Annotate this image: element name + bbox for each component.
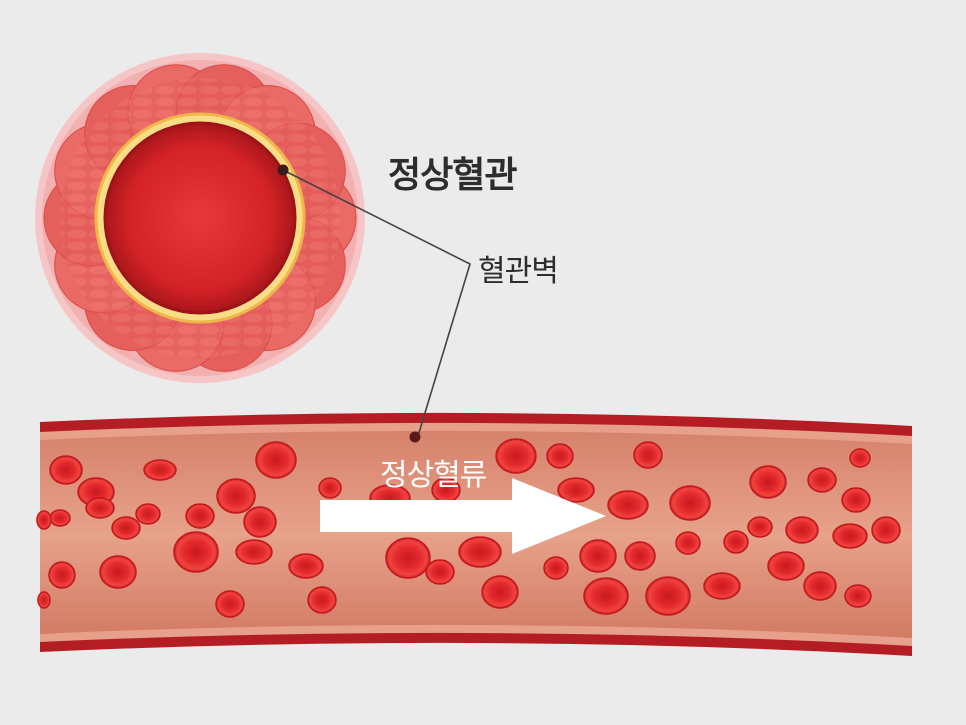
- red-blood-cell-icon: [583, 577, 629, 615]
- red-blood-cell-icon: [173, 531, 219, 573]
- red-blood-cell-icon: [495, 438, 537, 474]
- red-blood-cell-icon: [723, 530, 749, 554]
- leader-line: [277, 164, 471, 443]
- red-blood-cell-icon: [807, 467, 837, 493]
- flow-arrow-icon: [320, 478, 606, 554]
- red-blood-cell-icon: [767, 551, 805, 581]
- red-blood-cell-icon: [37, 591, 51, 609]
- red-blood-cell-icon: [871, 516, 901, 544]
- red-blood-cell-icon: [633, 441, 663, 469]
- red-blood-cell-icon: [849, 448, 871, 468]
- red-blood-cell-icon: [557, 477, 595, 503]
- red-blood-cell-icon: [288, 553, 324, 579]
- red-blood-cell-icon: [785, 516, 819, 544]
- red-blood-cell-icon: [185, 503, 215, 529]
- red-blood-cell-icon: [607, 490, 649, 520]
- red-blood-cell-icon: [669, 485, 711, 521]
- red-blood-cell-icon: [243, 506, 277, 538]
- red-blood-cell-icon: [216, 478, 256, 514]
- vessel-wall-label: 혈관벽: [478, 254, 559, 289]
- red-blood-cell-icon: [624, 541, 656, 571]
- red-blood-cell-icon: [111, 516, 141, 540]
- red-blood-cell-icon: [215, 590, 245, 618]
- red-blood-cell-icon: [85, 497, 115, 519]
- red-blood-cell-icon: [841, 487, 871, 513]
- red-blood-cell-icon: [143, 459, 177, 481]
- red-blood-cell-icon: [36, 510, 52, 530]
- red-blood-cell-icon: [49, 455, 83, 485]
- red-blood-cell-icon: [49, 509, 71, 527]
- red-blood-cell-icon: [543, 556, 569, 580]
- red-blood-cell-icon: [645, 576, 691, 616]
- red-blood-cell-icon: [546, 443, 574, 469]
- red-blood-cell-icon: [675, 531, 701, 555]
- blood-vessel-longitudinal-icon: [36, 412, 912, 656]
- red-blood-cell-icon: [255, 441, 297, 479]
- red-blood-cell-icon: [235, 539, 273, 565]
- red-blood-cell-icon: [307, 586, 337, 614]
- red-blood-cell-icon: [481, 575, 519, 609]
- blood-cells: [36, 438, 901, 618]
- red-blood-cell-icon: [832, 523, 868, 549]
- red-blood-cell-icon: [803, 571, 837, 601]
- red-blood-cell-icon: [844, 584, 872, 608]
- red-blood-cell-icon: [749, 465, 787, 499]
- red-blood-cell-icon: [703, 572, 741, 600]
- blood-flow-label: 정상혈류: [380, 458, 487, 493]
- red-blood-cell-icon: [135, 503, 161, 525]
- red-blood-cell-icon: [425, 559, 455, 585]
- red-blood-cell-icon: [48, 561, 76, 589]
- red-blood-cell-icon: [747, 516, 773, 538]
- red-blood-cell-icon: [385, 537, 431, 579]
- diagram-title: 정상혈관: [388, 155, 517, 196]
- red-blood-cell-icon: [458, 536, 502, 568]
- vessel-cross-section-icon: [35, 53, 365, 383]
- red-blood-cell-icon: [99, 555, 137, 589]
- red-blood-cell-icon: [318, 477, 342, 499]
- red-blood-cell-icon: [579, 539, 617, 573]
